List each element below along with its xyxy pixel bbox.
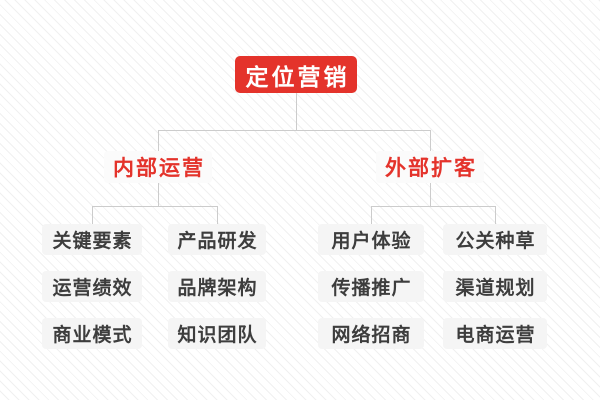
branch-node-internal-operations: 内部运营: [104, 151, 212, 183]
connector-line: [158, 183, 159, 206]
connector-line: [92, 206, 217, 207]
connector-line: [371, 206, 495, 207]
connector-line: [430, 130, 431, 151]
leaf-node: 商业模式: [42, 318, 142, 349]
leaf-node: 渠道规划: [443, 271, 547, 302]
connector-line: [92, 206, 93, 224]
connector-line: [371, 206, 372, 224]
leaf-node: 公关种草: [443, 224, 547, 255]
connector-line: [217, 206, 218, 224]
leaf-node: 品牌架构: [168, 271, 266, 302]
branch-node-external-expansion: 外部扩客: [376, 151, 484, 183]
connector-line: [430, 183, 431, 206]
connector-line: [296, 93, 297, 130]
leaf-node: 网络招商: [318, 318, 424, 349]
leaf-node: 知识团队: [168, 318, 266, 349]
connector-line: [495, 206, 496, 224]
connector-line: [158, 130, 159, 151]
leaf-node: 运营绩效: [42, 271, 142, 302]
connector-line: [158, 130, 430, 131]
root-node: 定位营销: [235, 56, 357, 93]
leaf-node: 用户体验: [318, 224, 424, 255]
leaf-node: 关键要素: [42, 224, 142, 255]
leaf-node: 产品研发: [168, 224, 266, 255]
leaf-node: 传播推广: [318, 271, 424, 302]
leaf-node: 电商运营: [443, 318, 547, 349]
